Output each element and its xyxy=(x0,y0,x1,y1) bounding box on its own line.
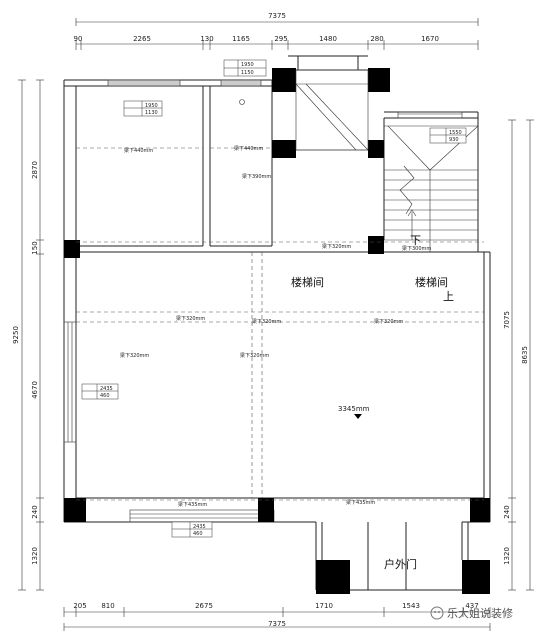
top-dim-4: 1165 xyxy=(232,35,250,43)
bottom-total-dim: 7375 xyxy=(268,620,286,628)
beam-note: 梁下300mm xyxy=(402,245,431,252)
window-tag-h: 460 xyxy=(100,393,110,399)
beam-note: 梁下320mm xyxy=(120,352,149,359)
right-dim-1: 7075 xyxy=(503,311,511,329)
right-dimensions xyxy=(508,119,534,591)
window-tag-w: 2435 xyxy=(193,524,206,530)
window-tag-h: 1130 xyxy=(145,110,158,116)
top-dim-2: 2265 xyxy=(133,35,151,43)
column xyxy=(258,498,274,522)
window-tag-w: 1550 xyxy=(449,130,462,136)
wechat-icon xyxy=(430,606,444,620)
beam-note: 梁下435mm xyxy=(346,499,375,506)
top-dim-6: 1480 xyxy=(319,35,337,43)
right-dim-3: 1320 xyxy=(503,547,511,565)
stair-up-label: 上 xyxy=(443,290,454,303)
left-total-dim: 9250 xyxy=(12,326,20,344)
ceiling-height-mark: 3345mm xyxy=(338,405,370,413)
bottom-dim-2: 810 xyxy=(101,602,114,610)
window-tag: 1550 930 xyxy=(429,127,467,144)
stair-void xyxy=(295,69,369,151)
column xyxy=(272,68,296,92)
window-tag: 2435 460 xyxy=(81,383,119,400)
stair-room-label: 楼梯间 xyxy=(415,275,448,289)
left-dim-2: 150 xyxy=(31,241,39,254)
floor-drain xyxy=(239,99,245,105)
beam-note: 梁下320mm xyxy=(176,315,205,322)
top-dim-5: 295 xyxy=(274,35,287,43)
window-tag-h: 930 xyxy=(449,137,459,143)
bottom-dim-6: 437 xyxy=(465,602,478,610)
top-dim-7: 280 xyxy=(370,35,383,43)
top-dim-1: 90 xyxy=(74,35,83,43)
window-tag: 2435 460 xyxy=(171,521,213,538)
right-dim-2: 240 xyxy=(503,505,511,518)
beam-note: 梁下320mm xyxy=(240,352,269,359)
right-total-dim: 8635 xyxy=(521,346,529,364)
left-dim-1: 2870 xyxy=(31,161,39,179)
window-tag: 1950 1150 xyxy=(223,59,267,77)
left-dim-4: 240 xyxy=(31,505,39,518)
beam-note: 梁下435mm xyxy=(178,501,207,508)
top-dim-3: 130 xyxy=(200,35,213,43)
watermark-text: 乐大姐说装修 xyxy=(447,606,513,620)
column xyxy=(368,68,390,92)
left-dimensions xyxy=(18,79,44,591)
watermark: 乐大姐说装修 xyxy=(430,606,513,620)
beam-note: 梁下320mm xyxy=(322,243,351,250)
entrance-door-label: 户外门 xyxy=(384,557,417,571)
column xyxy=(368,236,384,254)
window-tag-h: 460 xyxy=(193,531,203,537)
window-tag-w: 1950 xyxy=(241,62,254,68)
beam-note: 梁下440mm xyxy=(234,145,263,152)
left-dim-3: 4670 xyxy=(31,381,39,399)
beam-lines xyxy=(76,147,484,501)
column xyxy=(64,498,86,522)
staircase xyxy=(384,125,479,252)
column xyxy=(316,560,350,594)
columns xyxy=(64,68,490,594)
top-total-dim: 7375 xyxy=(268,12,286,20)
beam-note: 梁下390mm xyxy=(242,173,271,180)
column xyxy=(64,240,80,258)
column xyxy=(368,140,384,158)
level-marker-icon xyxy=(354,414,362,419)
window-tag: 1950 1130 xyxy=(123,100,163,117)
bottom-dim-1: 205 xyxy=(73,602,86,610)
column xyxy=(272,140,296,158)
bottom-dim-3: 2675 xyxy=(195,602,213,610)
window-tag-w: 2435 xyxy=(100,386,113,392)
bottom-dim-4: 1710 xyxy=(315,602,333,610)
left-dim-5: 1320 xyxy=(31,547,39,565)
window-tag-w: 1950 xyxy=(145,103,158,109)
window-tag-h: 1150 xyxy=(241,70,254,76)
beam-note: 梁下320mm xyxy=(374,318,403,325)
column xyxy=(462,560,490,594)
stair-room-label: 楼梯间 xyxy=(291,275,324,289)
top-dimensions xyxy=(75,18,479,50)
bottom-dimensions xyxy=(63,607,491,631)
windows xyxy=(63,79,463,523)
column xyxy=(470,498,490,522)
stair-down-label: 下 xyxy=(410,234,421,247)
bottom-dim-5: 1543 xyxy=(402,602,420,610)
beam-note: 梁下440mm xyxy=(124,147,153,154)
beam-note: 梁下320mm xyxy=(252,318,281,325)
top-dim-8: 1670 xyxy=(421,35,439,43)
